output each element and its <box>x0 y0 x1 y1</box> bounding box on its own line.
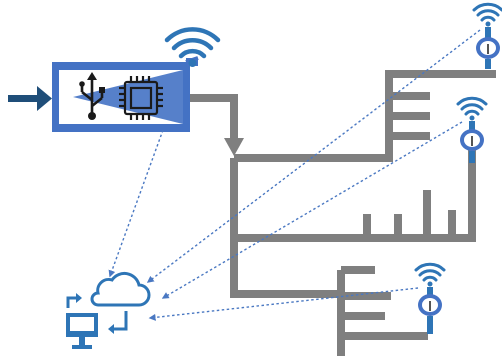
sensor-top-right-wifi-icon <box>472 2 502 22</box>
sensor-bottom-wifi-icon <box>414 262 446 282</box>
sync-arrows-icon <box>66 293 128 334</box>
cloud-icon <box>90 271 151 307</box>
link-sensor-top-to-cloud <box>146 29 481 283</box>
pipe-upper-branch <box>234 70 496 162</box>
cloud-station <box>66 271 151 349</box>
gateway-wifi-icon <box>164 27 221 59</box>
pipe-feed <box>190 94 238 140</box>
gateway-device <box>8 27 221 132</box>
usb-icon <box>79 72 105 120</box>
microchip-icon <box>119 76 163 120</box>
wireless-links <box>108 29 481 321</box>
input-arrow-icon <box>8 86 52 111</box>
sensor-middle-right-wifi-icon <box>456 96 488 116</box>
link-gateway-to-cloud <box>108 129 164 278</box>
gateway-wifi-dot <box>188 59 197 67</box>
gateway-beam <box>73 70 183 124</box>
sensor-bottom-flow-meter-icon <box>418 287 442 334</box>
sensor-middle-right <box>456 96 488 163</box>
monitor-icon <box>66 313 98 349</box>
pipe-middle-branch <box>234 138 476 242</box>
sensor-top-right <box>472 2 502 69</box>
link-sensor-middle-to-cloud <box>161 121 463 299</box>
sensor-top-right-flow-meter-icon <box>476 27 500 69</box>
sensor-middle-right-flow-meter-icon <box>460 121 484 163</box>
sensor-bottom <box>414 262 446 334</box>
pipe-flow-arrow-icon <box>224 138 244 156</box>
